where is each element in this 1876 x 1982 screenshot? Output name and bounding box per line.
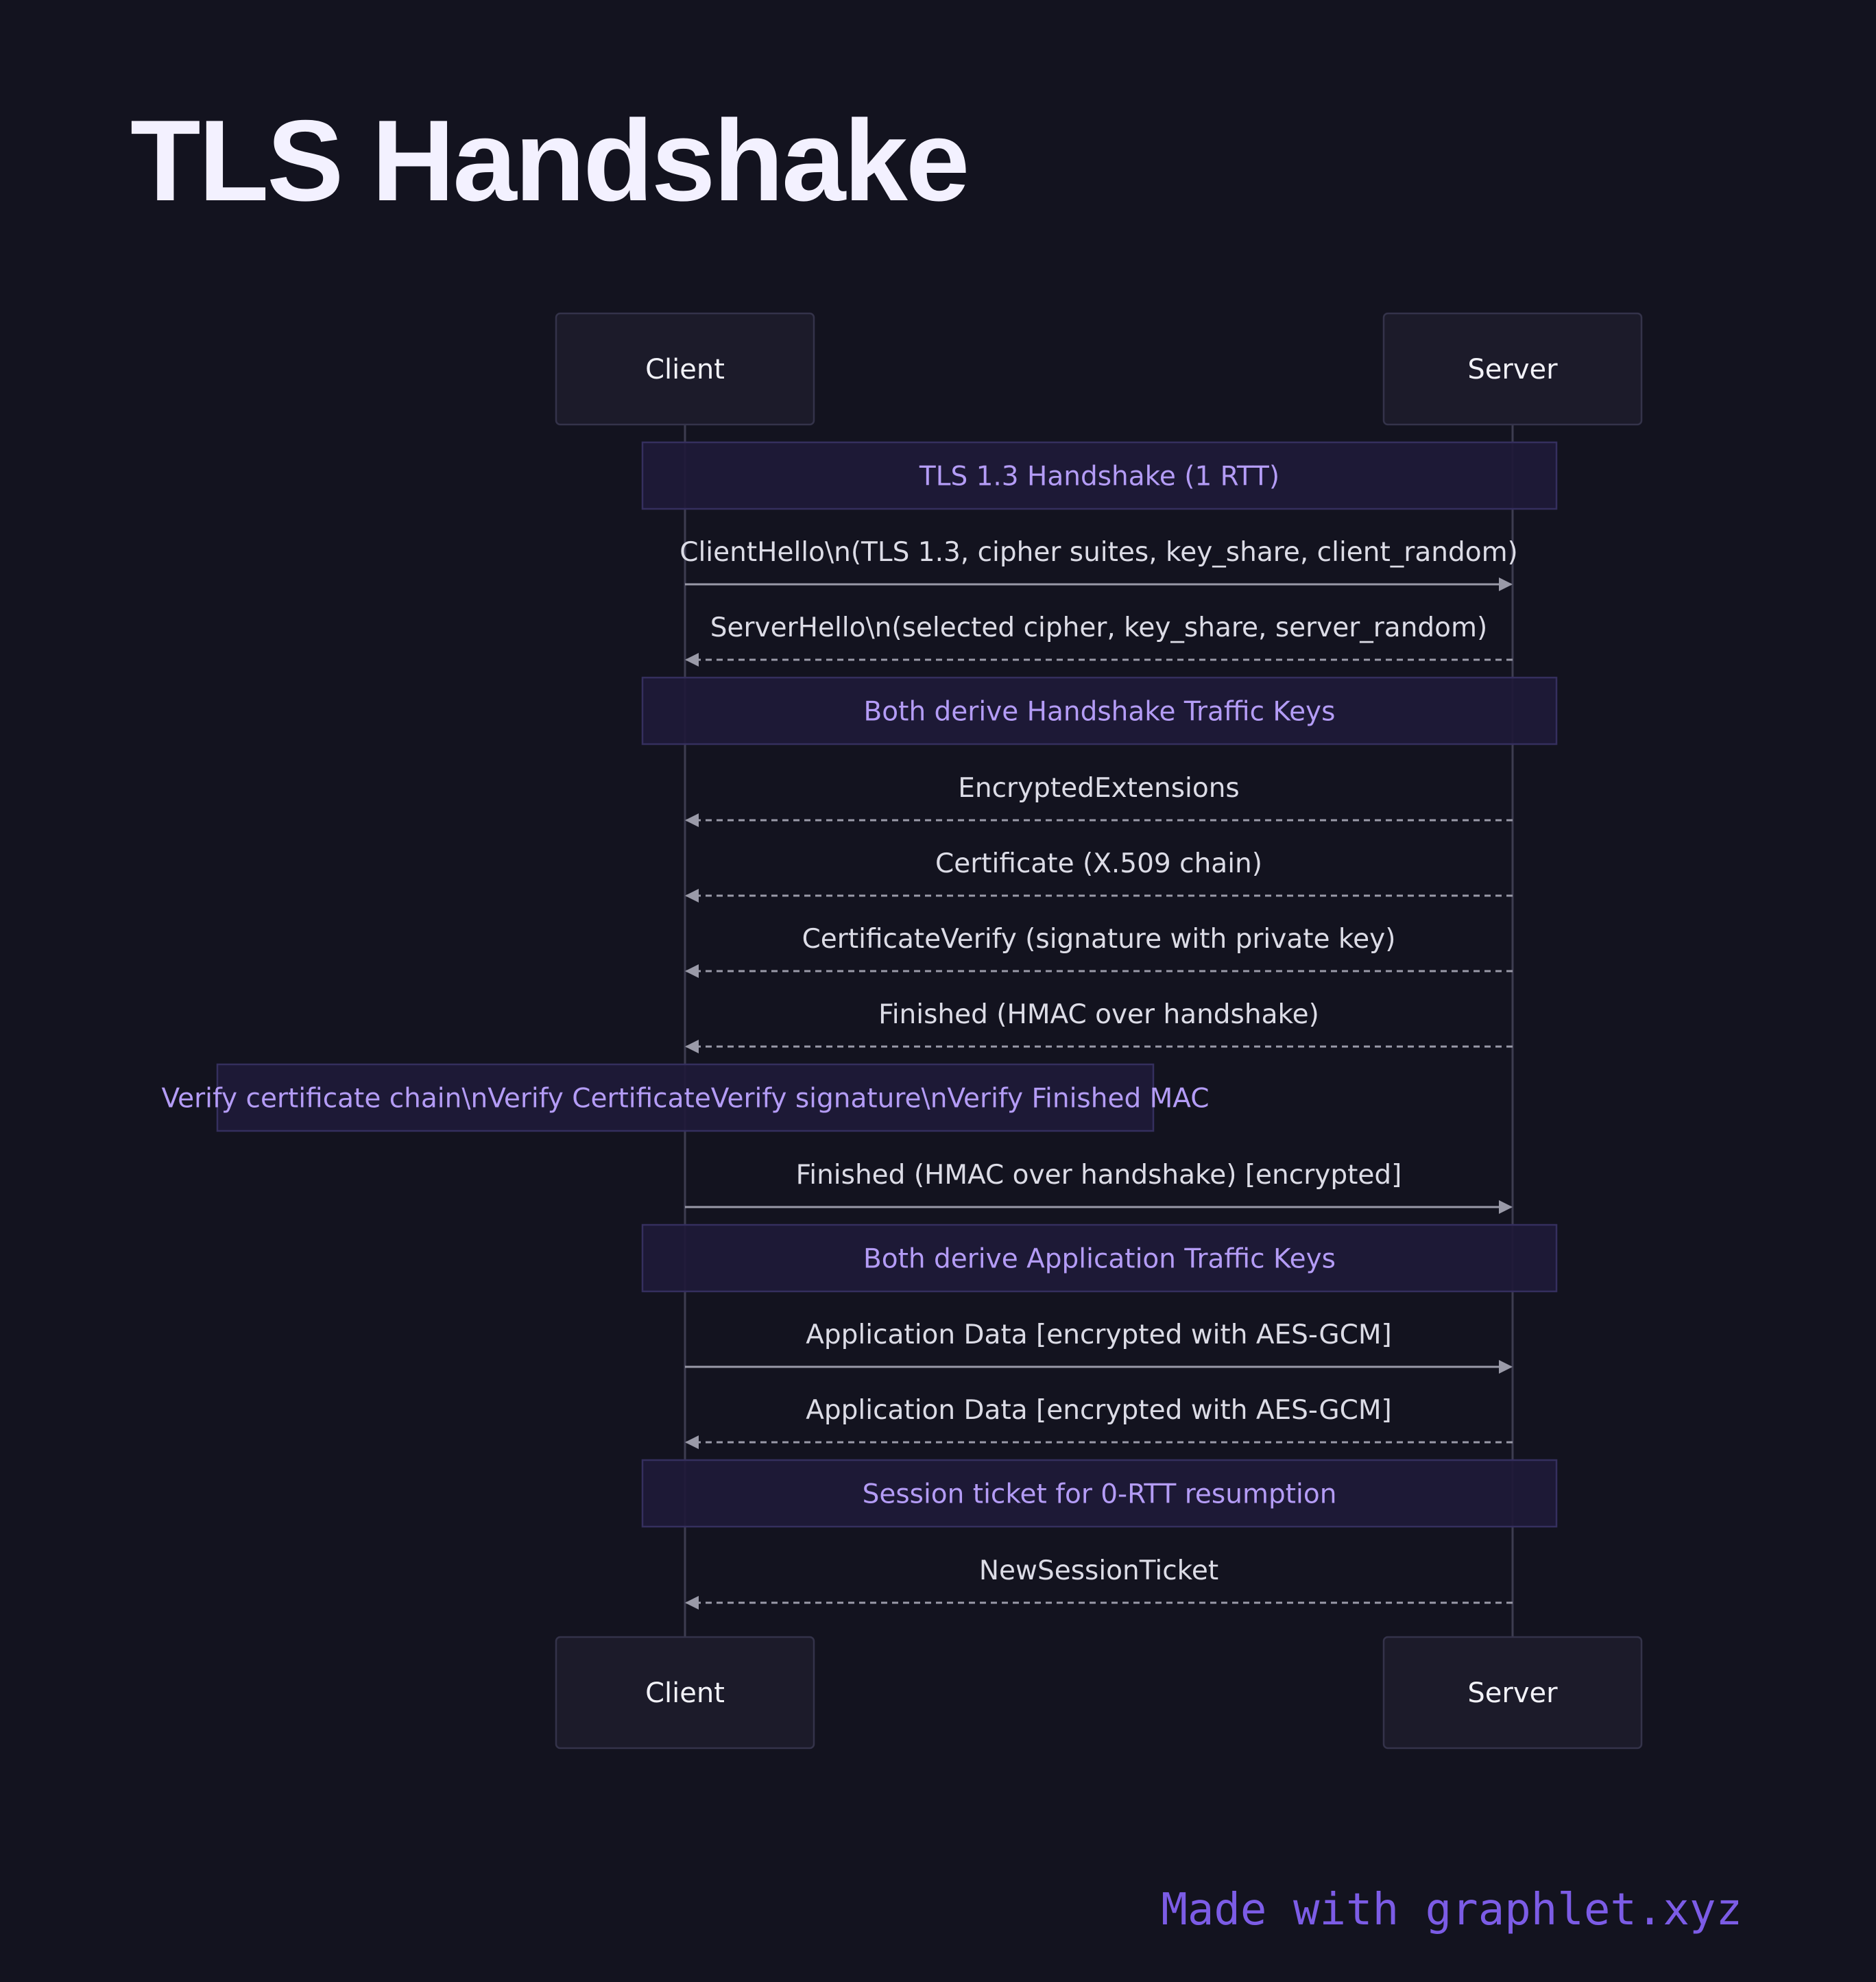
message-label: EncryptedExtensions — [958, 773, 1240, 804]
participant-label: Server — [1467, 1677, 1558, 1709]
message-label: CertificateVerify (signature with privat… — [802, 924, 1396, 955]
message-label: Certificate (X.509 chain) — [935, 848, 1262, 879]
note-box — [216, 1063, 1155, 1132]
message: NewSessionTicket — [685, 1555, 1513, 1610]
participant-client-bottom: Client — [555, 1636, 815, 1750]
participant-server-bottom: Server — [1382, 1636, 1643, 1750]
message-label: ClientHello\n(TLS 1.3, cipher suites, ke… — [680, 537, 1518, 568]
note-box — [641, 441, 1558, 510]
note: Session ticket for 0-RTT resumption — [641, 1459, 1558, 1528]
note-box — [641, 1223, 1558, 1293]
message-label: Application Data [encrypted with AES-GCM… — [806, 1320, 1392, 1350]
participant-box — [555, 1636, 815, 1750]
participant-client-top: Client — [555, 312, 815, 426]
message-label: Application Data [encrypted with AES-GCM… — [806, 1395, 1392, 1426]
participant-box — [1382, 312, 1643, 426]
message-label: ServerHello\n(selected cipher, key_share… — [710, 612, 1488, 643]
footer-credit: Made with graphlet.xyz — [1161, 1885, 1742, 1935]
message: Finished (HMAC over handshake) — [685, 999, 1513, 1053]
participant-label: Client — [645, 354, 725, 385]
message: ClientHello\n(TLS 1.3, cipher suites, ke… — [680, 537, 1518, 591]
message-label: Finished (HMAC over handshake) [encrypte… — [796, 1160, 1402, 1191]
note-text: Both derive Handshake Traffic Keys — [864, 697, 1336, 728]
message: CertificateVerify (signature with privat… — [685, 924, 1513, 978]
message-label: NewSessionTicket — [979, 1555, 1218, 1586]
participant-box — [1382, 1636, 1643, 1750]
diagram-title: TLS Handshake — [130, 96, 970, 225]
note: Both derive Handshake Traffic Keys — [641, 676, 1558, 745]
participant-box — [555, 312, 815, 426]
note-text: TLS 1.3 Handshake (1 RTT) — [919, 462, 1279, 492]
note: TLS 1.3 Handshake (1 RTT) — [641, 441, 1558, 510]
message: Finished (HMAC over handshake) [encrypte… — [685, 1160, 1513, 1214]
note-text: Session ticket for 0-RTT resumption — [863, 1479, 1337, 1510]
note-box — [641, 1459, 1558, 1528]
message: Application Data [encrypted with AES-GCM… — [685, 1395, 1513, 1449]
note: Both derive Application Traffic Keys — [641, 1223, 1558, 1293]
message: Application Data [encrypted with AES-GCM… — [685, 1320, 1513, 1374]
participant-label: Client — [645, 1677, 725, 1709]
participant-server-top: Server — [1382, 312, 1643, 426]
message: EncryptedExtensions — [685, 773, 1513, 827]
message: ServerHello\n(selected cipher, key_share… — [685, 612, 1513, 667]
message-label: Finished (HMAC over handshake) — [878, 999, 1319, 1030]
note: Verify certificate chain\nVerify Certifi… — [162, 1063, 1210, 1132]
note-text: Both derive Application Traffic Keys — [863, 1244, 1336, 1275]
participant-label: Server — [1467, 354, 1558, 385]
message: Certificate (X.509 chain) — [685, 848, 1513, 903]
note-box — [641, 676, 1558, 745]
note-text: Verify certificate chain\nVerify Certifi… — [162, 1084, 1210, 1114]
